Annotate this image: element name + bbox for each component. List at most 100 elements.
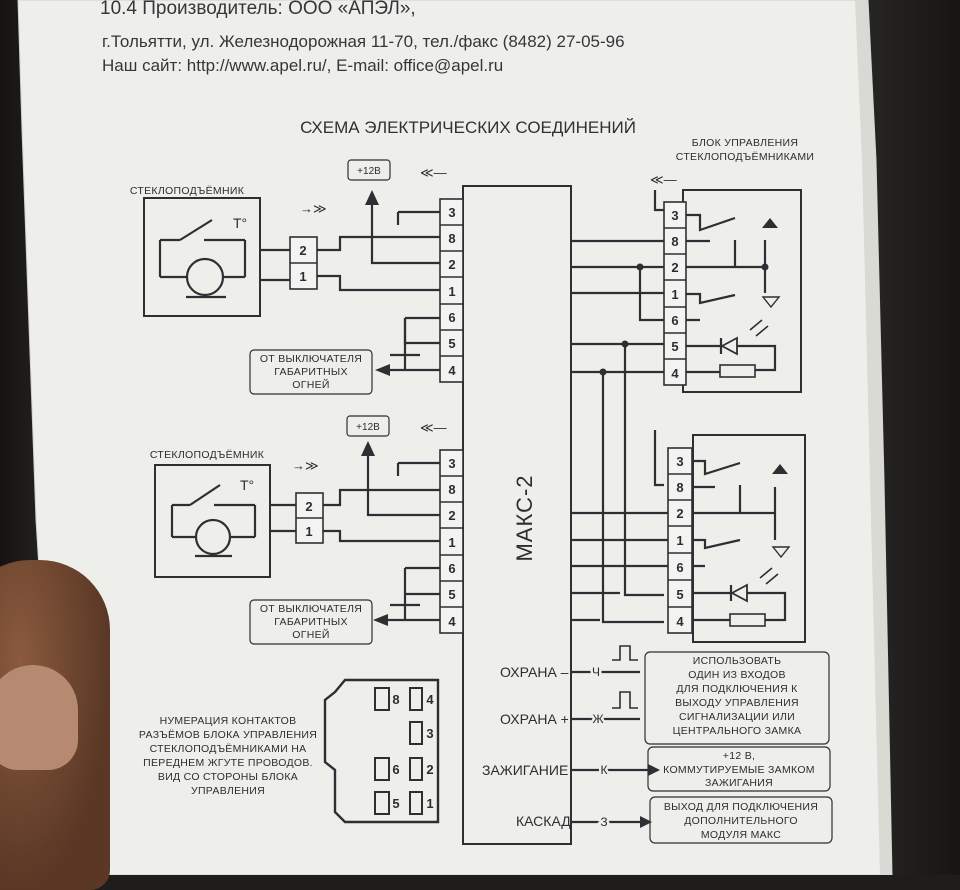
plug-pin-8: 8 bbox=[392, 692, 399, 707]
alarm-note-line3: ДЛЯ ПОДКЛЮЧЕНИЯ К bbox=[676, 683, 798, 695]
thumb-nail bbox=[0, 665, 78, 770]
numbering-note-line1: НУМЕРАЦИЯ КОНТАКТОВ bbox=[160, 715, 297, 727]
input-ignition-label: ЗАЖИГАНИЕ bbox=[482, 762, 568, 778]
numbering-note-line6: УПРАВЛЕНИЯ bbox=[191, 785, 265, 797]
pin-bot-2: 2 bbox=[448, 508, 455, 523]
ground-arrow-bottom: ≪— bbox=[420, 420, 447, 435]
pin-rb-8: 8 bbox=[676, 480, 683, 495]
temp-symbol-top: T° bbox=[233, 215, 247, 231]
input-cascade-wire: З bbox=[600, 815, 607, 829]
pin-top-4: 4 bbox=[448, 363, 456, 378]
pin-bot-4: 4 bbox=[448, 614, 456, 629]
pin-top-1: 1 bbox=[448, 284, 455, 299]
ground-arrow-top: ≪— bbox=[420, 165, 447, 180]
pin-rb-1: 1 bbox=[676, 533, 683, 548]
pin-bot-6: 6 bbox=[448, 561, 455, 576]
alarm-note-line1: ИСПОЛЬЗОВАТЬ bbox=[693, 655, 782, 667]
cascade-note: ВЫХОД ДЛЯ ПОДКЛЮЧЕНИЯ ДОПОЛНИТЕЛЬНОГО МО… bbox=[649, 796, 833, 844]
lights-note-bottom: ОТ ВЫКЛЮЧАТЕЛЯ ГАБАРИТНЫХ ОГНЕЙ bbox=[249, 599, 373, 645]
control-block-top: 3 8 2 1 6 5 4 bbox=[663, 189, 802, 393]
cascade-note-line2: ДОПОЛНИТЕЛЬНОГО bbox=[684, 815, 798, 827]
input-alarm-plus-label: ОХРАНА + bbox=[500, 711, 569, 727]
input-alarm-plus-wire: Ж bbox=[592, 712, 603, 726]
arrow-bottom-left-symbol: →≫ bbox=[292, 458, 319, 473]
numbering-note-line3: СТЕКЛОПОДЪЁМНИКАМИ НА bbox=[150, 743, 307, 755]
input-ignition-wire: К bbox=[601, 763, 608, 777]
pin-rt-8: 8 bbox=[671, 234, 678, 249]
motor-top-label: СТЕКЛОПОДЪЁМНИК bbox=[130, 185, 245, 197]
ignition-note-line2: КОММУТИРУЕМЫЕ ЗАМКОМ bbox=[663, 764, 815, 776]
plug-pinout: 8 6 5 4 3 2 1 bbox=[323, 678, 440, 824]
input-alarm-minus-wire: Ч bbox=[592, 665, 600, 679]
alarm-note-line4: ВЫХОДУ УПРАВЛЕНИЯ bbox=[675, 697, 799, 709]
ground-arrow-rt: ≪— bbox=[650, 172, 677, 187]
main-connector-bottom: 3 8 2 1 6 5 4 bbox=[439, 449, 464, 634]
pin-top-8: 8 bbox=[448, 231, 455, 246]
lights-top-line3: ОГНЕЙ bbox=[292, 378, 330, 391]
lights-bottom-line3: ОГНЕЙ bbox=[292, 628, 330, 641]
lights-bottom-line1: ОТ ВЫКЛЮЧАТЕЛЯ bbox=[260, 603, 362, 615]
plug-pin-3: 3 bbox=[426, 726, 433, 741]
pin-rb-6: 6 bbox=[676, 560, 683, 575]
plus12-top: +12В bbox=[357, 166, 381, 177]
motor-bottom-label: СТЕКЛОПОДЪЁМНИК bbox=[150, 449, 265, 461]
pin-bot-3: 3 bbox=[448, 456, 455, 471]
alarm-note-line6: ЦЕНТРАЛЬНОГО ЗАМКА bbox=[673, 725, 802, 737]
window-motor-bottom: СТЕКЛОПОДЪЁМНИК T° 2 1 bbox=[150, 449, 324, 578]
block-label-line1: БЛОК УПРАВЛЕНИЯ bbox=[692, 137, 799, 149]
main-unit-label: МАКС-2 bbox=[512, 474, 537, 561]
input-alarm-plus: ОХРАНА + Ж bbox=[500, 691, 640, 729]
input-cascade-label: КАСКАД bbox=[516, 813, 571, 829]
manufacturer-line: 10.4 Производитель: ООО «АПЭЛ», bbox=[100, 0, 416, 19]
pin-bot-1: 1 bbox=[448, 535, 455, 550]
numbering-note: НУМЕРАЦИЯ КОНТАКТОВ РАЗЪЁМОВ БЛОКА УПРАВ… bbox=[139, 715, 317, 797]
pin-rt-1: 1 bbox=[671, 287, 678, 302]
numbering-note-line2: РАЗЪЁМОВ БЛОКА УПРАВЛЕНИЯ bbox=[139, 729, 317, 741]
diagram-title: СХЕМА ЭЛЕКТРИЧЕСКИХ СОЕДИНЕНИЙ bbox=[300, 118, 636, 137]
alarm-note-line2: ОДИН ИЗ ВХОДОВ bbox=[688, 669, 786, 681]
pin-rb-4: 4 bbox=[676, 614, 684, 629]
main-connector-top: 3 8 2 1 6 5 4 bbox=[439, 198, 464, 383]
lights-note-top: ОТ ВЫКЛЮЧАТЕЛЯ ГАБАРИТНЫХ ОГНЕЙ bbox=[249, 349, 373, 395]
pin-rt-2: 2 bbox=[671, 260, 678, 275]
input-alarm-minus-label: ОХРАНА – bbox=[500, 664, 569, 680]
ignition-note: +12 В, КОММУТИРУЕМЫЕ ЗАМКОМ ЗАЖИГАНИЯ bbox=[647, 746, 831, 792]
arrow-top-left-symbol: →≫ bbox=[300, 201, 327, 216]
plug-pin-6: 6 bbox=[392, 762, 399, 777]
ignition-note-line3: ЗАЖИГАНИЯ bbox=[705, 777, 773, 789]
motor-bottom-pin-2: 2 bbox=[305, 499, 312, 514]
pin-bot-8: 8 bbox=[448, 482, 455, 497]
alarm-note-line5: СИГНАЛИЗАЦИИ ИЛИ bbox=[679, 711, 795, 723]
lights-bottom-line2: ГАБАРИТНЫХ bbox=[274, 616, 348, 628]
pin-top-2: 2 bbox=[448, 257, 455, 272]
cascade-note-line3: МОДУЛЯ МАКС bbox=[701, 829, 781, 841]
motor-top-pin-2: 2 bbox=[299, 243, 306, 258]
plug-pin-5: 5 bbox=[392, 796, 399, 811]
pin-rb-3: 3 bbox=[676, 454, 683, 469]
plug-pin-1: 1 bbox=[426, 796, 433, 811]
lights-top-line1: ОТ ВЫКЛЮЧАТЕЛЯ bbox=[260, 353, 362, 365]
control-block-bottom: 3 8 2 1 6 5 4 bbox=[667, 434, 806, 643]
cascade-note-line1: ВЫХОД ДЛЯ ПОДКЛЮЧЕНИЯ bbox=[664, 801, 818, 813]
temp-symbol-bottom: T° bbox=[240, 477, 254, 493]
plug-pin-2: 2 bbox=[426, 762, 433, 777]
motor-top-pin-1: 1 bbox=[299, 269, 306, 284]
alarm-note: ИСПОЛЬЗОВАТЬ ОДИН ИЗ ВХОДОВ ДЛЯ ПОДКЛЮЧЕ… bbox=[644, 651, 830, 745]
plus12-bottom: +12В bbox=[356, 422, 380, 433]
input-cascade: КАСКАД З bbox=[516, 813, 652, 832]
plug-pin-4: 4 bbox=[426, 692, 434, 707]
pin-bot-5: 5 bbox=[448, 587, 455, 602]
lights-top-line2: ГАБАРИТНЫХ bbox=[274, 366, 348, 378]
input-ignition: ЗАЖИГАНИЕ К bbox=[482, 761, 660, 780]
paper-shadow bbox=[855, 0, 892, 875]
pin-rb-5: 5 bbox=[676, 587, 683, 602]
block-label-line2: СТЕКЛОПОДЪЁМНИКАМИ bbox=[676, 151, 814, 163]
numbering-note-line4: ПЕРЕДНЕМ ЖГУТЕ ПРОВОДОВ. bbox=[143, 757, 313, 769]
ignition-note-line1: +12 В, bbox=[723, 750, 755, 762]
pin-top-3: 3 bbox=[448, 205, 455, 220]
pin-rt-4: 4 bbox=[671, 366, 679, 381]
pin-rt-3: 3 bbox=[671, 208, 678, 223]
numbering-note-line5: ВИД СО СТОРОНЫ БЛОКА bbox=[158, 771, 298, 783]
address-line: г.Тольятти, ул. Железнодорожная 11-70, т… bbox=[102, 32, 625, 51]
